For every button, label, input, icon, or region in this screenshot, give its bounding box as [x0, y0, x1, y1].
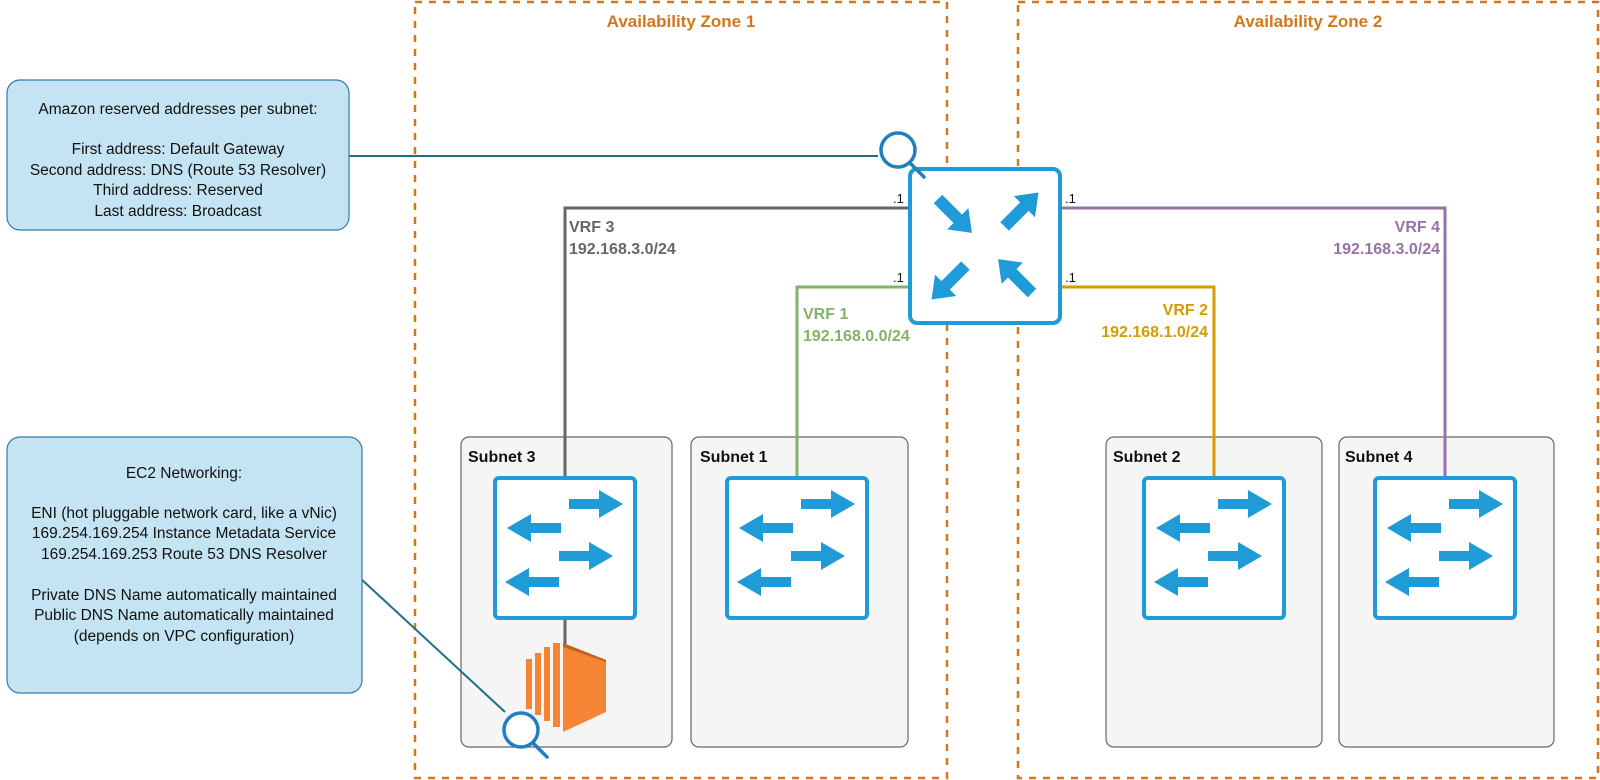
zone-2-label: Availability Zone 2 [1234, 12, 1383, 31]
switch-icon [1142, 476, 1286, 620]
switch-icon [725, 476, 869, 620]
vrf3-link [563, 206, 908, 477]
magnifier-icon [502, 711, 549, 759]
reserved-note-line: Third address: Reserved [93, 182, 263, 199]
ec2-note-line: (depends on VPC configuration) [74, 628, 295, 645]
vrf4-cidr: 192.168.3.0/24 [1333, 241, 1440, 258]
vrf2-cidr: 192.168.1.0/24 [1101, 324, 1208, 341]
reserved-note-line: First address: Default Gateway [72, 141, 285, 158]
availability-zone-2: Availability Zone 2 [1016, 0, 1600, 780]
reserved-addresses-note: Amazon reserved addresses per subnet: Fi… [6, 79, 350, 231]
vrf4-link [1062, 206, 1447, 477]
reserved-note-line: Second address: DNS (Route 53 Resolver) [30, 162, 326, 179]
ec2-note-line: 169.254.169.253 Route 53 DNS Resolver [41, 546, 327, 563]
ec2-note-line: ENI (hot pluggable network card, like a … [31, 505, 337, 522]
vrf1-name: VRF 1 [803, 306, 848, 323]
vrf4-port-label: .1 [1065, 191, 1076, 206]
vrf2-name: VRF 2 [1163, 302, 1208, 319]
ec2-instance-icon [526, 643, 606, 732]
subnet-3-label: Subnet 3 [468, 449, 536, 466]
switch-icon [1373, 476, 1517, 620]
vrf3-port-label: .1 [893, 191, 904, 206]
vrf2-port-label: .1 [1065, 270, 1076, 285]
subnet-4-label: Subnet 4 [1345, 449, 1413, 466]
availability-zone-1: Availability Zone 1 [413, 0, 949, 780]
vrf4-name: VRF 4 [1395, 219, 1440, 236]
vrf1-cidr: 192.168.0.0/24 [803, 328, 910, 345]
zone-1-label: Availability Zone 1 [607, 12, 756, 31]
ec2-note-line: Public DNS Name automatically maintained [34, 607, 334, 624]
ec2-networking-note: EC2 Networking: ENI (hot pluggable netwo… [6, 436, 363, 694]
ec2-note-line: Private DNS Name automatically maintaine… [31, 587, 337, 604]
reserved-note-title: Amazon reserved addresses per subnet: [38, 101, 317, 118]
subnet-1-label: Subnet 1 [700, 449, 768, 466]
vrf3-name: VRF 3 [569, 219, 614, 236]
reserved-note-line: Last address: Broadcast [94, 203, 262, 220]
ec2-note-line: 169.254.169.254 Instance Metadata Servic… [32, 525, 336, 542]
switch-icon [493, 476, 637, 620]
vrf2-link [1062, 285, 1216, 477]
vrf3-cidr: 192.168.3.0/24 [569, 241, 676, 258]
router-icon [908, 167, 1062, 325]
vrf1-link [795, 285, 908, 477]
vrf1-port-label: .1 [893, 270, 904, 285]
subnet-2-label: Subnet 2 [1113, 449, 1181, 466]
ec2-note-connector [359, 577, 506, 713]
ec2-note-title: EC2 Networking: [126, 465, 242, 482]
magnifier-icon [879, 131, 926, 179]
